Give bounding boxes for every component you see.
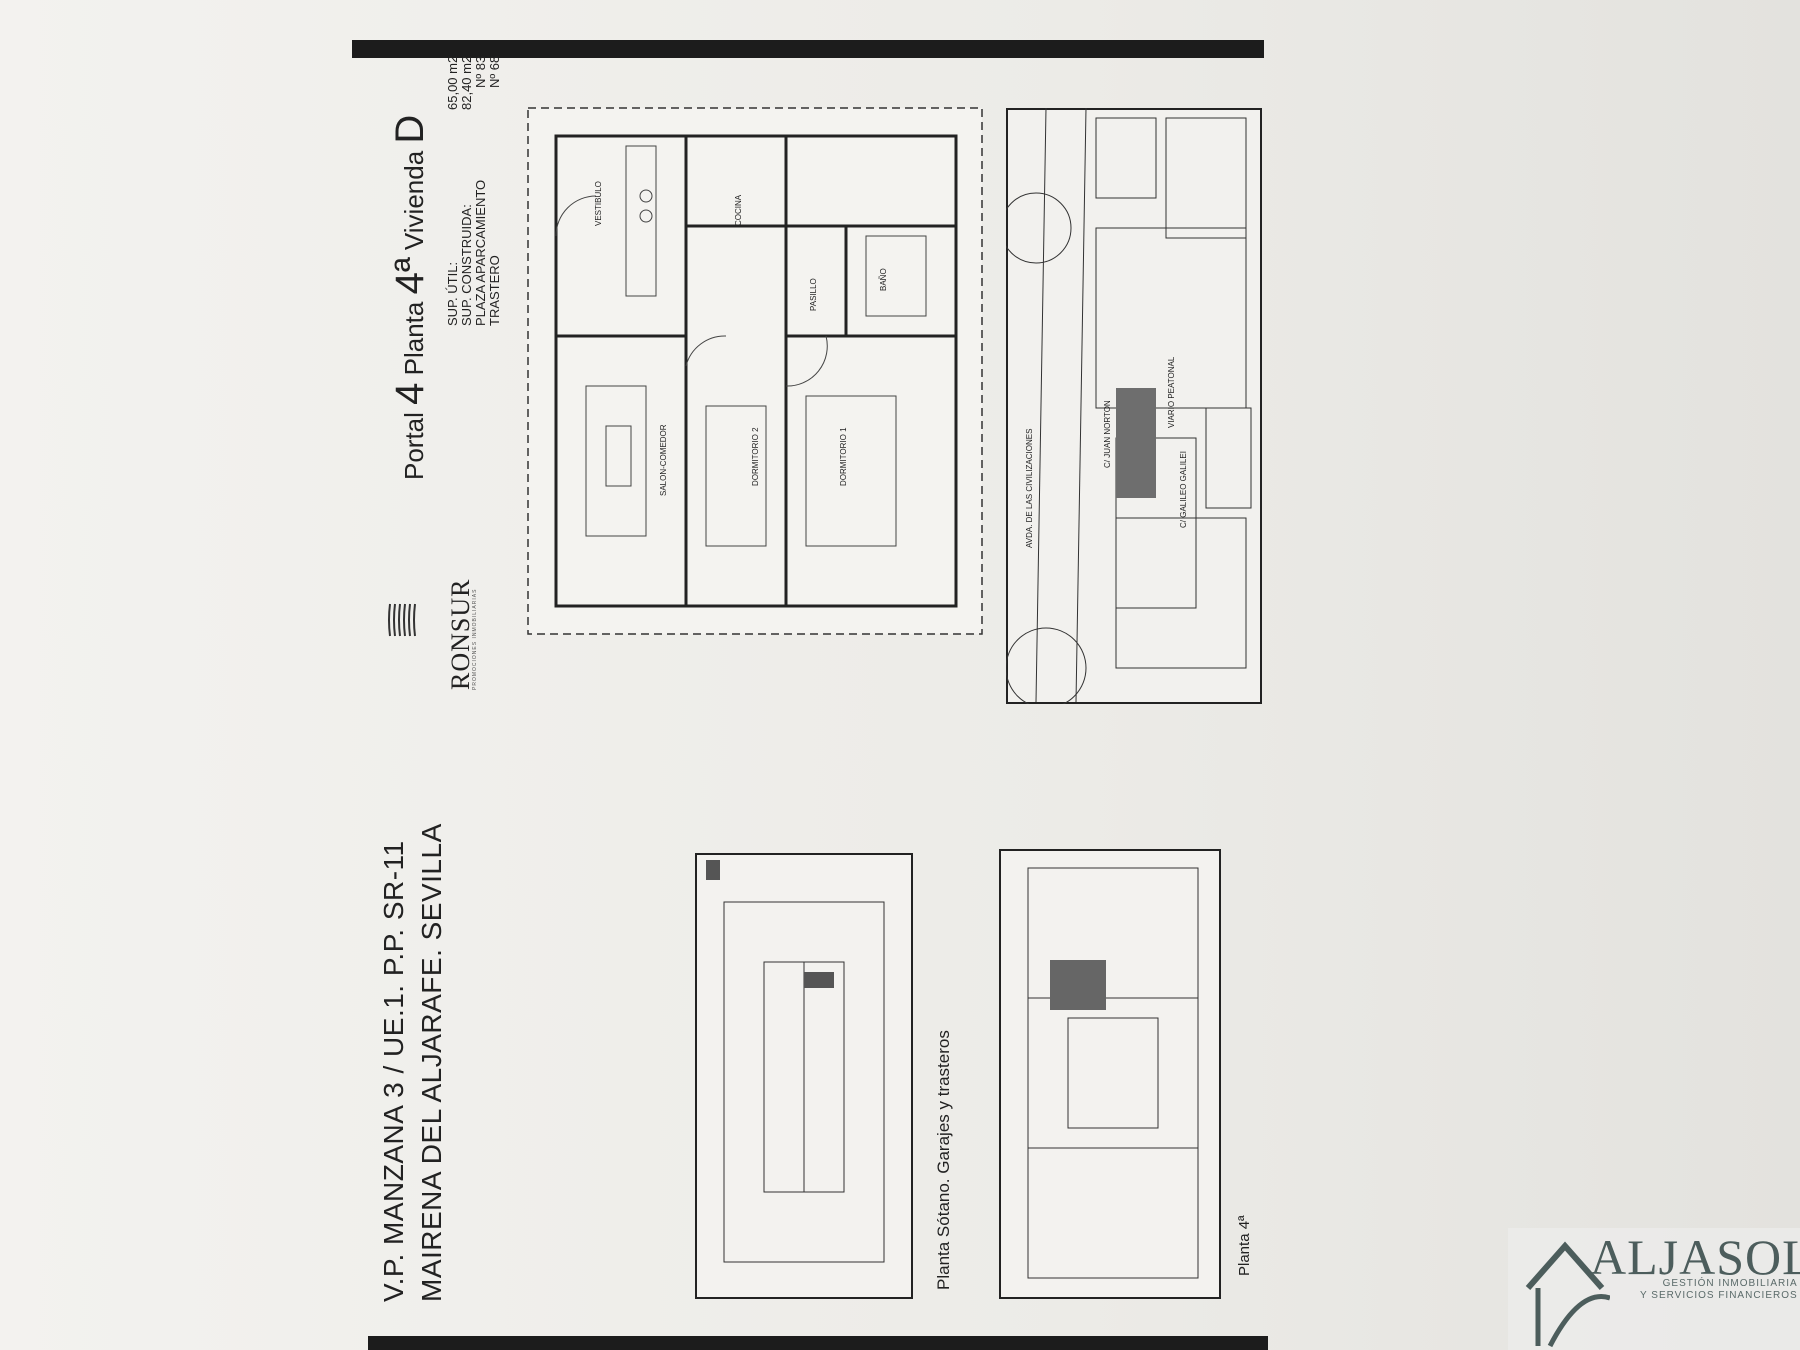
street-label-3: C/ GALILEO GALILEI — [1179, 451, 1188, 528]
spec-labels: SUP. ÚTIL: SUP. CONSTRUIDA: PLAZA APARCA… — [445, 179, 502, 326]
site-highlight — [1116, 388, 1156, 498]
street-label-2: C/ JUAN NORTON — [1103, 400, 1112, 468]
aljasol-house-logo-icon — [1525, 1241, 1610, 1348]
label-bano: BAÑO — [879, 268, 888, 291]
floor4-plan — [999, 849, 1221, 1299]
basement-plan — [695, 853, 913, 1299]
ronsur-logo-icon — [388, 603, 416, 637]
apartment-floor-plan: VESTIBULO COCINA PASILLO BAÑO SALON-COME… — [527, 107, 983, 635]
project-title-line1: V.P. MANZANA 3 / UE.1. P.P. SR-11 — [378, 840, 409, 1302]
label-dormitorio-2: DORMITORIO 2 — [751, 427, 760, 486]
top-border-bar — [352, 40, 1264, 58]
watermark-subtitle: GESTIÓN INMOBILIARIA Y SERVICIOS FINANCI… — [1640, 1278, 1798, 1301]
label-vestibulo: VESTIBULO — [594, 181, 603, 226]
watermark-name: ALJASOL — [1590, 1229, 1800, 1285]
label-dormitorio-1: DORMITORIO 1 — [839, 427, 848, 486]
unit-title: Portal 4 Planta 4ª Vivienda D — [388, 114, 432, 480]
street-label-1: AVDA. DE LAS CIVILIZACIONES — [1025, 429, 1034, 548]
site-location-plan: AVDA. DE LAS CIVILIZACIONES C/ JUAN NORT… — [1006, 108, 1262, 704]
floor4-caption: Planta 4ª — [1236, 1215, 1253, 1276]
bottom-border-bar — [368, 1336, 1268, 1350]
street-label-4: VIARIO PEATONAL — [1167, 356, 1176, 428]
ronsur-brand-tagline: PROMOCIONES INMOBILIARIAS — [472, 588, 478, 690]
spec-values: 65,00 m2 82,40 m2 Nº 83 Nº 68 — [445, 55, 502, 110]
basement-caption: Planta Sótano. Garajes y trasteros — [934, 1030, 953, 1290]
project-title-line2: MAIRENA DEL ALJARAFE. SEVILLA — [416, 823, 447, 1302]
label-pasillo: PASILLO — [809, 278, 818, 311]
label-salon: SALON-COMEDOR — [659, 424, 668, 496]
label-cocina: COCINA — [734, 194, 743, 226]
